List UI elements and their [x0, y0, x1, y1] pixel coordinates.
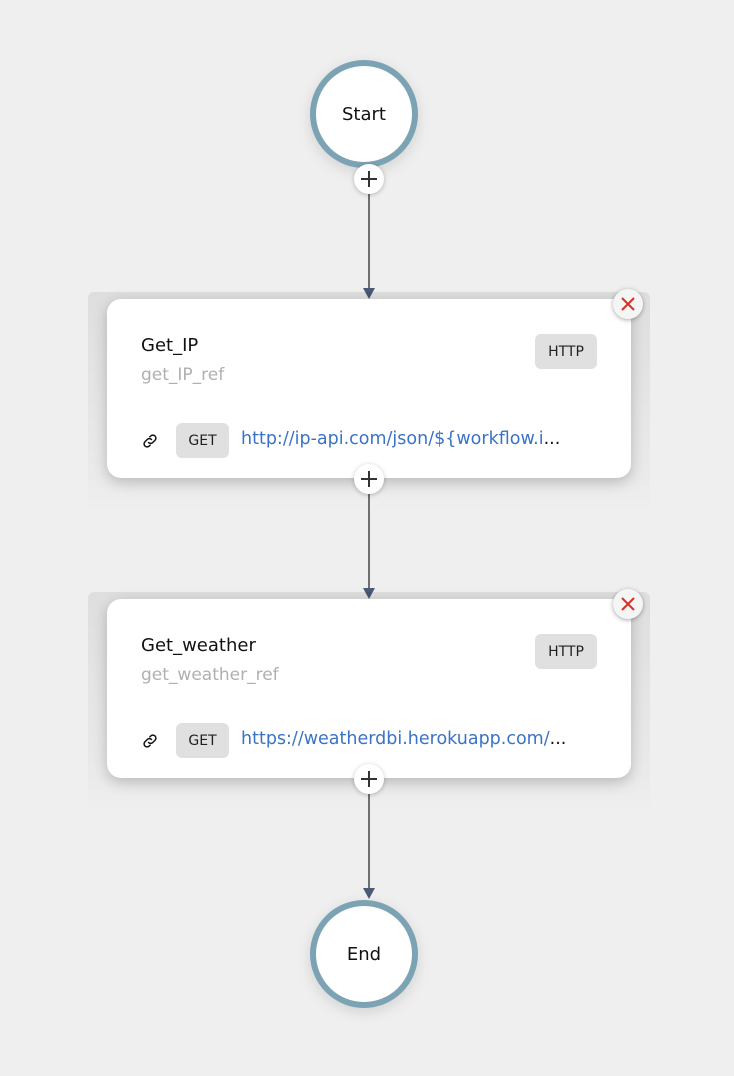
task-card-get-ip[interactable]: Get_IP get_IP_ref HTTP GET http://ip-api… [107, 289, 643, 478]
close-icon [621, 297, 635, 311]
http-method-badge: GET [176, 423, 229, 458]
edge-get-ip-to-get-weather [368, 494, 370, 588]
task-url-text: http://ip-api.com/json/${workflow.i [241, 429, 544, 449]
task-name: Get_IP [141, 335, 199, 356]
end-node[interactable]: End [310, 900, 418, 1008]
start-label: Start [342, 103, 386, 125]
task-type-badge: HTTP [535, 634, 597, 669]
plus-icon [361, 171, 377, 187]
arrowhead-icon [363, 588, 375, 599]
task-type-badge: HTTP [535, 334, 597, 369]
task-name: Get_weather [141, 635, 256, 656]
add-task-button-after-get-weather[interactable] [354, 764, 384, 794]
task-card-get-weather[interactable]: Get_weather get_weather_ref HTTP GET htt… [107, 589, 643, 778]
link-icon [143, 734, 157, 748]
task-url-text: https://weatherdbi.herokuapp.com/ [241, 729, 550, 749]
edge-get-weather-to-end [368, 794, 370, 888]
plus-icon [361, 771, 377, 787]
close-icon [621, 597, 635, 611]
remove-task-button[interactable] [613, 289, 643, 319]
remove-task-button[interactable] [613, 589, 643, 619]
link-icon [143, 434, 157, 448]
http-method-badge: GET [176, 723, 229, 758]
end-label: End [346, 943, 382, 965]
task-ref: get_IP_ref [141, 365, 225, 385]
add-task-button-after-get-ip[interactable] [354, 464, 384, 494]
plus-icon [361, 471, 377, 487]
add-task-button-after-start[interactable] [354, 164, 384, 194]
task-url[interactable]: https://weatherdbi.herokuapp.com/... [241, 729, 579, 749]
arrowhead-icon [363, 888, 375, 899]
task-url[interactable]: http://ip-api.com/json/${workflow.i... [241, 429, 579, 449]
arrowhead-icon [363, 288, 375, 299]
url-ellipsis: ... [549, 729, 567, 749]
edge-start-to-get-ip [368, 194, 370, 288]
start-node[interactable]: Start [310, 60, 418, 168]
url-ellipsis: ... [543, 429, 561, 449]
task-ref: get_weather_ref [141, 665, 279, 685]
